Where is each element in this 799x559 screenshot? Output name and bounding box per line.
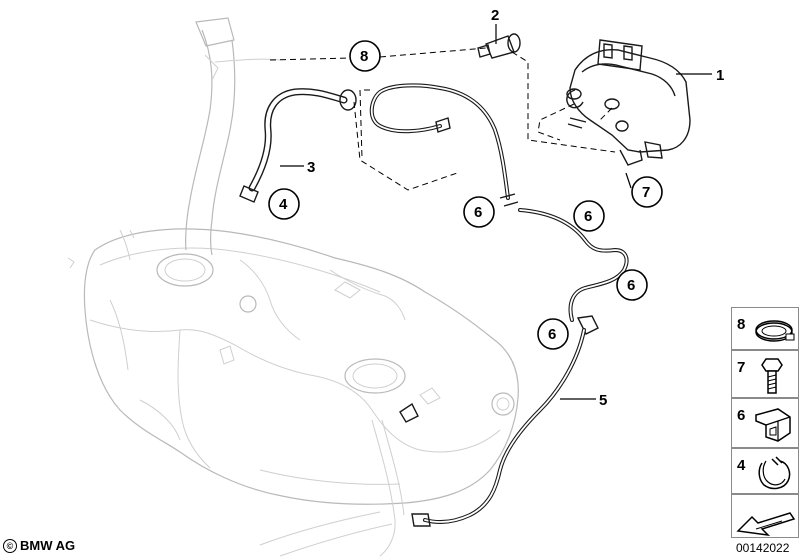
svg-text:5: 5	[599, 392, 607, 409]
legend-spring-clamp: 4	[731, 448, 799, 494]
copyright-text: BMW AG	[20, 538, 76, 553]
copyright: ©BMW AG	[3, 538, 75, 553]
legend-clip: 6	[731, 398, 799, 448]
hose-connector	[477, 33, 521, 59]
callout-6a: 6	[463, 196, 495, 228]
spring-clamp-icon	[758, 456, 791, 490]
clip-icon	[755, 408, 791, 442]
legend-arrow	[731, 494, 799, 538]
svg-text:6: 6	[627, 277, 635, 294]
callout-8: 8	[349, 40, 381, 72]
svg-text:6: 6	[474, 204, 482, 221]
svg-text:6: 6	[548, 326, 556, 343]
carbon-canister	[566, 39, 691, 166]
svg-text:3: 3	[307, 159, 315, 176]
callout-6b: 6	[573, 200, 605, 232]
svg-text:2: 2	[491, 7, 499, 24]
document-number: 00142022	[736, 541, 790, 555]
breather-hose	[239, 88, 357, 203]
hose-clamp-icon	[755, 320, 795, 342]
purge-line-upper	[369, 83, 519, 207]
legend-hose-clamp: 8	[731, 307, 799, 350]
svg-text:1: 1	[716, 67, 724, 84]
callout-6d: 6	[537, 318, 569, 350]
callout-3: 3	[307, 159, 315, 176]
legend-bolt: 7	[731, 350, 799, 398]
callout-5: 5	[599, 392, 607, 409]
direction-arrow-icon	[736, 512, 796, 537]
svg-text:4: 4	[279, 196, 288, 213]
svg-text:6: 6	[584, 208, 592, 225]
callout-4: 4	[268, 188, 300, 220]
purge-line-mid	[518, 208, 629, 335]
svg-text:8: 8	[360, 48, 368, 65]
svg-text:7: 7	[642, 184, 650, 201]
bolt-icon	[761, 358, 783, 394]
leader-lines	[280, 24, 712, 400]
copyright-symbol: ©	[3, 539, 17, 553]
callout-2: 2	[491, 7, 499, 24]
fuel-tank	[67, 17, 519, 557]
fuel-line-lower	[399, 328, 586, 527]
callout-6c: 6	[616, 269, 648, 301]
callout-7: 7	[631, 176, 663, 208]
dashed-relations	[269, 47, 616, 191]
callout-1: 1	[716, 67, 724, 84]
